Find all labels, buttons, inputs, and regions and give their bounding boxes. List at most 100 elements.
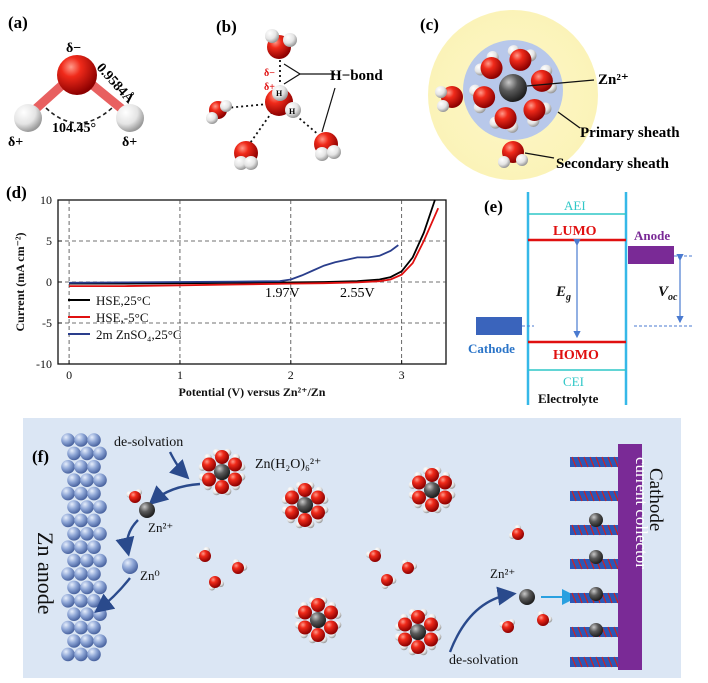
zn-h2o6-complex-1-water-2-oxygen	[310, 505, 325, 520]
cathode-layer-hatch	[577, 490, 583, 502]
cathode-layer-hatch	[613, 524, 619, 536]
zn-lattice-atom	[74, 567, 88, 581]
zn-h2o6-complex-1-water-3	[295, 513, 315, 529]
deposition-arrow	[94, 577, 131, 613]
zn-h2o6-complex-2-water-5	[408, 471, 427, 490]
secondary-water-left-h1	[435, 86, 447, 98]
h-label-2: H	[289, 107, 296, 116]
zn-h2o6-complex-3-water-0	[308, 596, 328, 612]
panel-f: (f) Zn anode de-solvation Zn(H₂O)₆²⁺ Zn²…	[23, 418, 681, 678]
zn-lattice-atom	[74, 594, 88, 608]
zn-lattice-atom	[74, 647, 88, 662]
water-top-h2	[283, 33, 297, 47]
free-water-9	[537, 611, 553, 626]
bond-angle-arc	[45, 107, 113, 124]
zn-lattice-atom	[74, 620, 88, 635]
zn-lattice-atom	[61, 433, 75, 447]
free-water-4	[365, 547, 382, 562]
zn-h2o6-complex-0-water-0-oxygen	[215, 450, 229, 464]
desolvation-bottom-label: de-solvation	[449, 653, 518, 668]
cathode-layer-hatch	[571, 490, 577, 502]
cathode-layer-6	[570, 657, 618, 667]
zn-anode-lattice	[61, 433, 107, 662]
cathode-layer-hatch	[601, 558, 607, 570]
zn-h2o6-complex-1-water-5-oxygen	[285, 490, 300, 505]
zn-h2o6-complex-2-water-1	[437, 471, 456, 490]
zn-lattice-atom	[80, 607, 94, 621]
free-water-molecules	[126, 489, 553, 633]
zn-h2o6-complex-0-water-2-oxygen	[227, 472, 242, 487]
primary-water-5	[474, 51, 503, 80]
panel-d-label: (d)	[6, 183, 27, 202]
primary-water-4	[469, 84, 496, 114]
cathode-layer-hatch	[613, 456, 619, 468]
zn-lattice-atom	[80, 527, 94, 541]
zn-lattice-atom	[61, 513, 75, 528]
free-water-7-oxygen	[512, 528, 524, 540]
y-tick-label: -5	[42, 316, 52, 330]
free-water-3-oxygen	[232, 562, 244, 574]
primary-water-3	[489, 107, 519, 133]
zn-h2o6-complex-3-water-1-oxygen	[323, 605, 338, 620]
zn-h2o6-complex-3-water-3	[308, 628, 328, 644]
cathode-layer-hatch	[583, 656, 589, 668]
zn-lattice-atom	[61, 620, 75, 635]
zn-h2o6-complex-1-water-1	[310, 486, 329, 505]
zn-h2o6-complex-2-water-5-oxygen	[412, 475, 427, 490]
free-water-9-oxygen	[537, 614, 549, 626]
primary-water-3-oxygen	[494, 107, 517, 130]
y-axis-label: Current (mA cm⁻²)	[13, 232, 27, 331]
zn-anode-label: Zn anode	[33, 532, 58, 614]
free-water-1-oxygen	[199, 550, 211, 562]
water-left-h1	[206, 112, 218, 124]
zn-h2o6-complex-3-water-5-oxygen	[298, 605, 313, 620]
zn-lattice-atom	[80, 473, 94, 488]
delta-plus-b: δ+	[264, 82, 275, 93]
water-top-h1	[265, 29, 279, 43]
zn-h2o6-complex-2-water-4-oxygen	[412, 490, 427, 505]
zn-h2o6-complex-1-water-5	[281, 486, 300, 505]
desolvation-path-arrow	[148, 482, 201, 506]
intercalated-zn-3	[589, 623, 603, 637]
cathode-layer-hatch	[613, 656, 619, 668]
free-water-4-oxygen	[369, 550, 381, 562]
cathode-layer-hatch	[589, 656, 595, 668]
primary-water-5-oxygen	[480, 57, 503, 80]
zn-h2o6-complex-3-water-2-oxygen	[323, 620, 338, 635]
zn-h2o6-complex-3-water-5	[294, 601, 313, 620]
secondary-water-bottom-h2	[516, 154, 528, 166]
zn-h2o6-complex-0-zn	[213, 463, 231, 481]
zn-lattice-atom	[87, 433, 101, 447]
cathode-layer-hatch	[577, 558, 583, 570]
cathode-layer-hatch	[607, 456, 613, 468]
zn-h2o6-complex-1	[281, 481, 329, 529]
water-center-h2	[285, 102, 301, 118]
zn-h2o6-complex-0-water-0	[212, 448, 232, 464]
zn-lattice-atom	[93, 500, 107, 514]
zn-lattice-atom	[93, 634, 107, 648]
zn-h2o6-complex-4-water-3-oxygen	[411, 640, 425, 654]
zn-lattice-atom	[87, 486, 101, 501]
cathode-layer-hatch	[601, 656, 607, 668]
primary-water-4-oxygen	[473, 86, 496, 109]
zn-lattice-atom	[93, 553, 107, 568]
cathode-layer-hatch	[571, 558, 577, 570]
cathode-layer-hatch	[583, 490, 589, 502]
y-tick-label: 0	[46, 275, 52, 289]
cathode-layer-hatch	[607, 524, 613, 536]
zn-h2o6-complex-2-water-0-oxygen	[425, 468, 439, 482]
water-left-h2	[220, 100, 232, 112]
panel-a: (a) δ− 0.9584Å 104.45° δ+ δ+	[8, 13, 144, 150]
cathode-layer-hatch	[577, 626, 583, 638]
zn-lattice-atom	[67, 634, 81, 648]
zn-h2o6-complex-4-zn	[409, 623, 427, 641]
water-br-h1	[315, 147, 329, 161]
delta-minus: δ−	[66, 41, 81, 56]
zn0-label: Zn⁰	[140, 568, 160, 583]
zn0-atom	[122, 558, 138, 574]
cathode-layer-hatch	[595, 656, 601, 668]
zn-lattice-atom	[87, 594, 101, 608]
zn-h2o6-complex-0-water-3	[212, 480, 232, 496]
cathode-block	[476, 317, 522, 335]
desolvation-top-label: de-solvation	[114, 435, 183, 450]
